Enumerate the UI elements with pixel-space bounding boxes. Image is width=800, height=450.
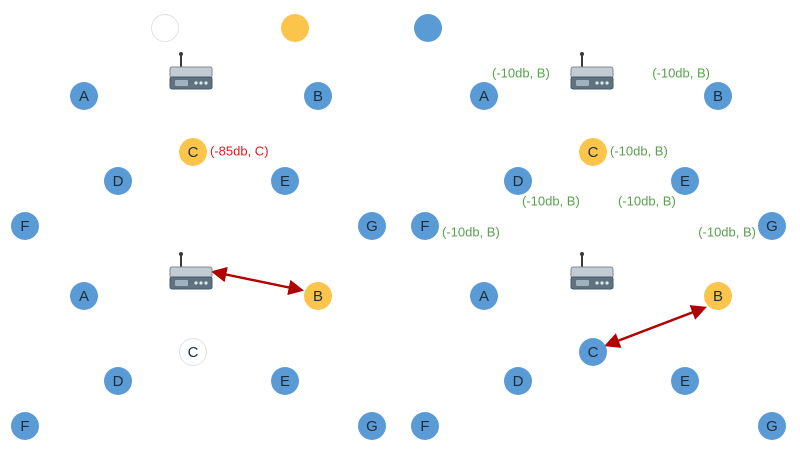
node-label: F — [420, 217, 430, 235]
wifi-router-icon-scenario-3 — [168, 251, 214, 293]
node-d-scenario-3: D — [104, 367, 132, 395]
node-g-scenario-1: G — [358, 212, 386, 240]
signal-annotation: (-85db, C) — [210, 143, 269, 159]
node-label: C — [187, 143, 199, 161]
node-c-scenario-1: C — [179, 138, 207, 166]
node-label: B — [312, 87, 323, 105]
node-g-scenario-3: G — [358, 412, 386, 440]
node-d-scenario-4: D — [504, 367, 532, 395]
node-label: G — [766, 217, 778, 235]
signal-annotation: (-10db, B) — [610, 143, 668, 159]
legend-node-white — [151, 14, 179, 42]
signal-annotation: (-10db, B) — [652, 65, 710, 81]
node-f-scenario-2: F — [411, 212, 439, 240]
node-d-scenario-2: D — [504, 167, 532, 195]
signal-annotation: (-10db, B) — [522, 193, 580, 209]
node-label: F — [420, 417, 430, 435]
node-label: C — [587, 343, 599, 361]
node-label: E — [679, 372, 690, 390]
node-label: D — [512, 372, 524, 390]
node-label: B — [312, 287, 323, 305]
node-label: A — [78, 287, 89, 305]
node-e-scenario-4: E — [671, 367, 699, 395]
signal-annotation: (-10db, B) — [442, 224, 500, 240]
node-a-scenario-1: A — [70, 82, 98, 110]
node-label: E — [679, 172, 690, 190]
wifi-router-icon-scenario-1 — [168, 51, 214, 93]
node-label: G — [366, 417, 378, 435]
node-label: D — [112, 372, 124, 390]
node-e-scenario-2: E — [671, 167, 699, 195]
link-arrow — [604, 305, 707, 348]
node-a-scenario-2: A — [470, 82, 498, 110]
signal-annotation: (-10db, B) — [698, 224, 756, 240]
node-f-scenario-3: F — [11, 412, 39, 440]
node-b-scenario-3: B — [304, 282, 332, 310]
node-label: A — [478, 87, 489, 105]
signal-annotation: (-10db, B) — [492, 65, 550, 81]
node-c-scenario-2: C — [579, 138, 607, 166]
node-a-scenario-3: A — [70, 282, 98, 310]
link-arrow — [210, 266, 305, 296]
node-label: F — [20, 217, 30, 235]
wifi-router-icon-scenario-2 — [569, 51, 615, 93]
legend-node-yellow — [281, 14, 309, 42]
node-b-scenario-1: B — [304, 82, 332, 110]
node-label: F — [20, 417, 30, 435]
node-a-scenario-4: A — [470, 282, 498, 310]
node-e-scenario-1: E — [271, 167, 299, 195]
node-label: A — [78, 87, 89, 105]
signal-annotation: (-10db, B) — [618, 193, 676, 209]
node-c-scenario-3: C — [179, 338, 207, 366]
node-label: D — [112, 172, 124, 190]
node-label: C — [187, 343, 199, 361]
node-b-scenario-4: B — [704, 282, 732, 310]
node-e-scenario-3: E — [271, 367, 299, 395]
node-f-scenario-1: F — [11, 212, 39, 240]
node-label: C — [587, 143, 599, 161]
node-label: E — [279, 172, 290, 190]
node-d-scenario-1: D — [104, 167, 132, 195]
legend-node-blue — [414, 14, 442, 42]
node-label: D — [512, 172, 524, 190]
node-label: A — [478, 287, 489, 305]
node-b-scenario-2: B — [704, 82, 732, 110]
wifi-router-icon-scenario-4 — [569, 251, 615, 293]
node-label: B — [712, 87, 723, 105]
node-label: B — [712, 287, 723, 305]
node-f-scenario-4: F — [411, 412, 439, 440]
node-c-scenario-4: C — [579, 338, 607, 366]
node-label: E — [279, 372, 290, 390]
node-g-scenario-4: G — [758, 412, 786, 440]
node-g-scenario-2: G — [758, 212, 786, 240]
node-label: G — [366, 217, 378, 235]
node-label: G — [766, 417, 778, 435]
